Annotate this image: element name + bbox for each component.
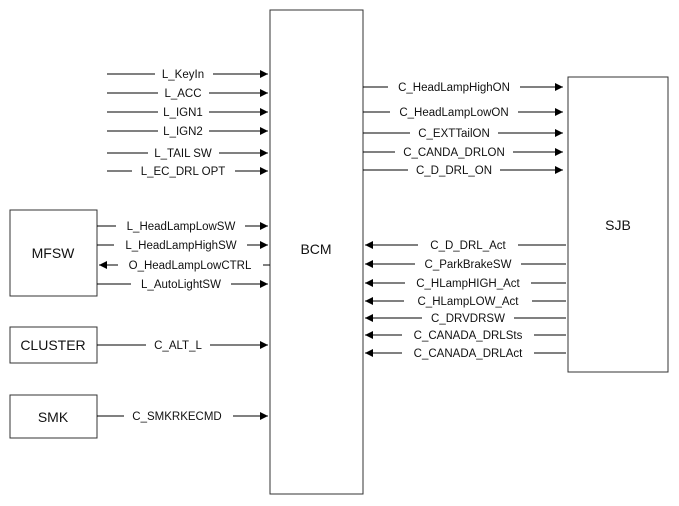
sjb-block: SJB [567,76,669,373]
signal-drvdrsw-label: C_DRVDRSW [431,313,505,325]
signal-headlamp-high-on: C_HeadLampHighON [363,82,563,94]
signal-headlamp-low-on-label: C_HeadLampLowON [399,107,508,119]
signal-headlamp-low-sw-label: L_HeadLampLowSW [127,221,236,233]
signal-hlamp-low-act-label: C_HLampLOW_Act [418,296,520,308]
signal-d-drl-act: C_D_DRL_Act [365,240,566,252]
signal-keyin: L_KeyIn [107,69,268,81]
signal-headlamp-high-sw-label: L_HeadLampHighSW [125,240,236,252]
signal-canada-drlact-label: C_CANADA_DRLAct [414,348,523,360]
signal-ec-drl-opt: L_EC_DRL OPT [107,166,268,178]
signal-ign2: L_IGN2 [107,126,268,138]
signal-ec-drl-opt-label: L_EC_DRL OPT [141,166,226,178]
cluster-block: CLUSTER [9,326,98,364]
mfsw-label: MFSW [32,245,76,261]
smk-label: SMK [38,409,69,425]
signal-headlamp-high-on-label: C_HeadLampHighON [398,82,510,94]
signal-autolight-sw-label: L_AutoLightSW [141,279,221,291]
signal-parkbrake-sw-label: C_ParkBrakeSW [425,259,512,271]
signal-canada-drl-on: C_CANDA_DRLON [363,147,563,159]
signal-canada-drlsts: C_CANADA_DRLSts [365,330,566,342]
signal-hlamp-high-act-label: C_HLampHIGH_Act [416,278,520,290]
bcm-label: BCM [300,241,331,257]
cluster-label: CLUSTER [20,337,85,353]
signal-acc-label: L_ACC [164,88,201,100]
sjb-label: SJB [605,217,631,233]
signal-ign1: L_IGN1 [107,107,268,119]
signal-ign1-label: L_IGN1 [163,107,203,119]
signal-d-drl-on-label: C_D_DRL_ON [416,165,492,177]
signal-headlamp-low-on: C_HeadLampLowON [363,107,563,119]
signal-keyin-label: L_KeyIn [162,69,204,81]
signal-hlamp-high-act: C_HLampHIGH_Act [365,278,566,290]
signal-headlamp-high-sw: L_HeadLampHighSW [97,240,268,252]
signal-smkrkecmd: C_SMKRKECMD [97,411,268,423]
signal-canada-drl-on-label: C_CANDA_DRLON [403,147,505,159]
signal-d-drl-act-label: C_D_DRL_Act [430,240,506,252]
signal-alt-l: C_ALT_L [97,340,268,352]
signal-alt-l-label: C_ALT_L [154,340,202,352]
signal-headlamp-low-ctrl-label: O_HeadLampLowCTRL [129,260,252,272]
smk-block: SMK [9,394,98,439]
signal-autolight-sw: L_AutoLightSW [97,279,268,291]
signal-smkrkecmd-label: C_SMKRKECMD [132,411,221,423]
signal-parkbrake-sw: C_ParkBrakeSW [365,259,566,271]
bcm-block: BCM [269,9,364,495]
signal-tail-sw-label: L_TAIL SW [154,148,212,160]
signal-ign2-label: L_IGN2 [163,126,203,138]
signal-d-drl-on: C_D_DRL_ON [363,165,563,177]
mfsw-block: MFSW [9,209,98,297]
signal-tail-sw: L_TAIL SW [107,148,268,160]
signal-hlamp-low-act: C_HLampLOW_Act [365,296,566,308]
signal-canada-drlsts-label: C_CANADA_DRLSts [414,330,523,342]
signal-headlamp-low-sw: L_HeadLampLowSW [97,221,268,233]
signal-acc: L_ACC [107,88,268,100]
signal-headlamp-low-ctrl: O_HeadLampLowCTRL [99,260,270,272]
signal-drvdrsw: C_DRVDRSW [365,313,566,325]
signal-ext-tail-on: C_EXTTailON [363,128,563,140]
signal-ext-tail-on-label: C_EXTTailON [418,128,490,140]
signal-canada-drlact: C_CANADA_DRLAct [365,348,566,360]
